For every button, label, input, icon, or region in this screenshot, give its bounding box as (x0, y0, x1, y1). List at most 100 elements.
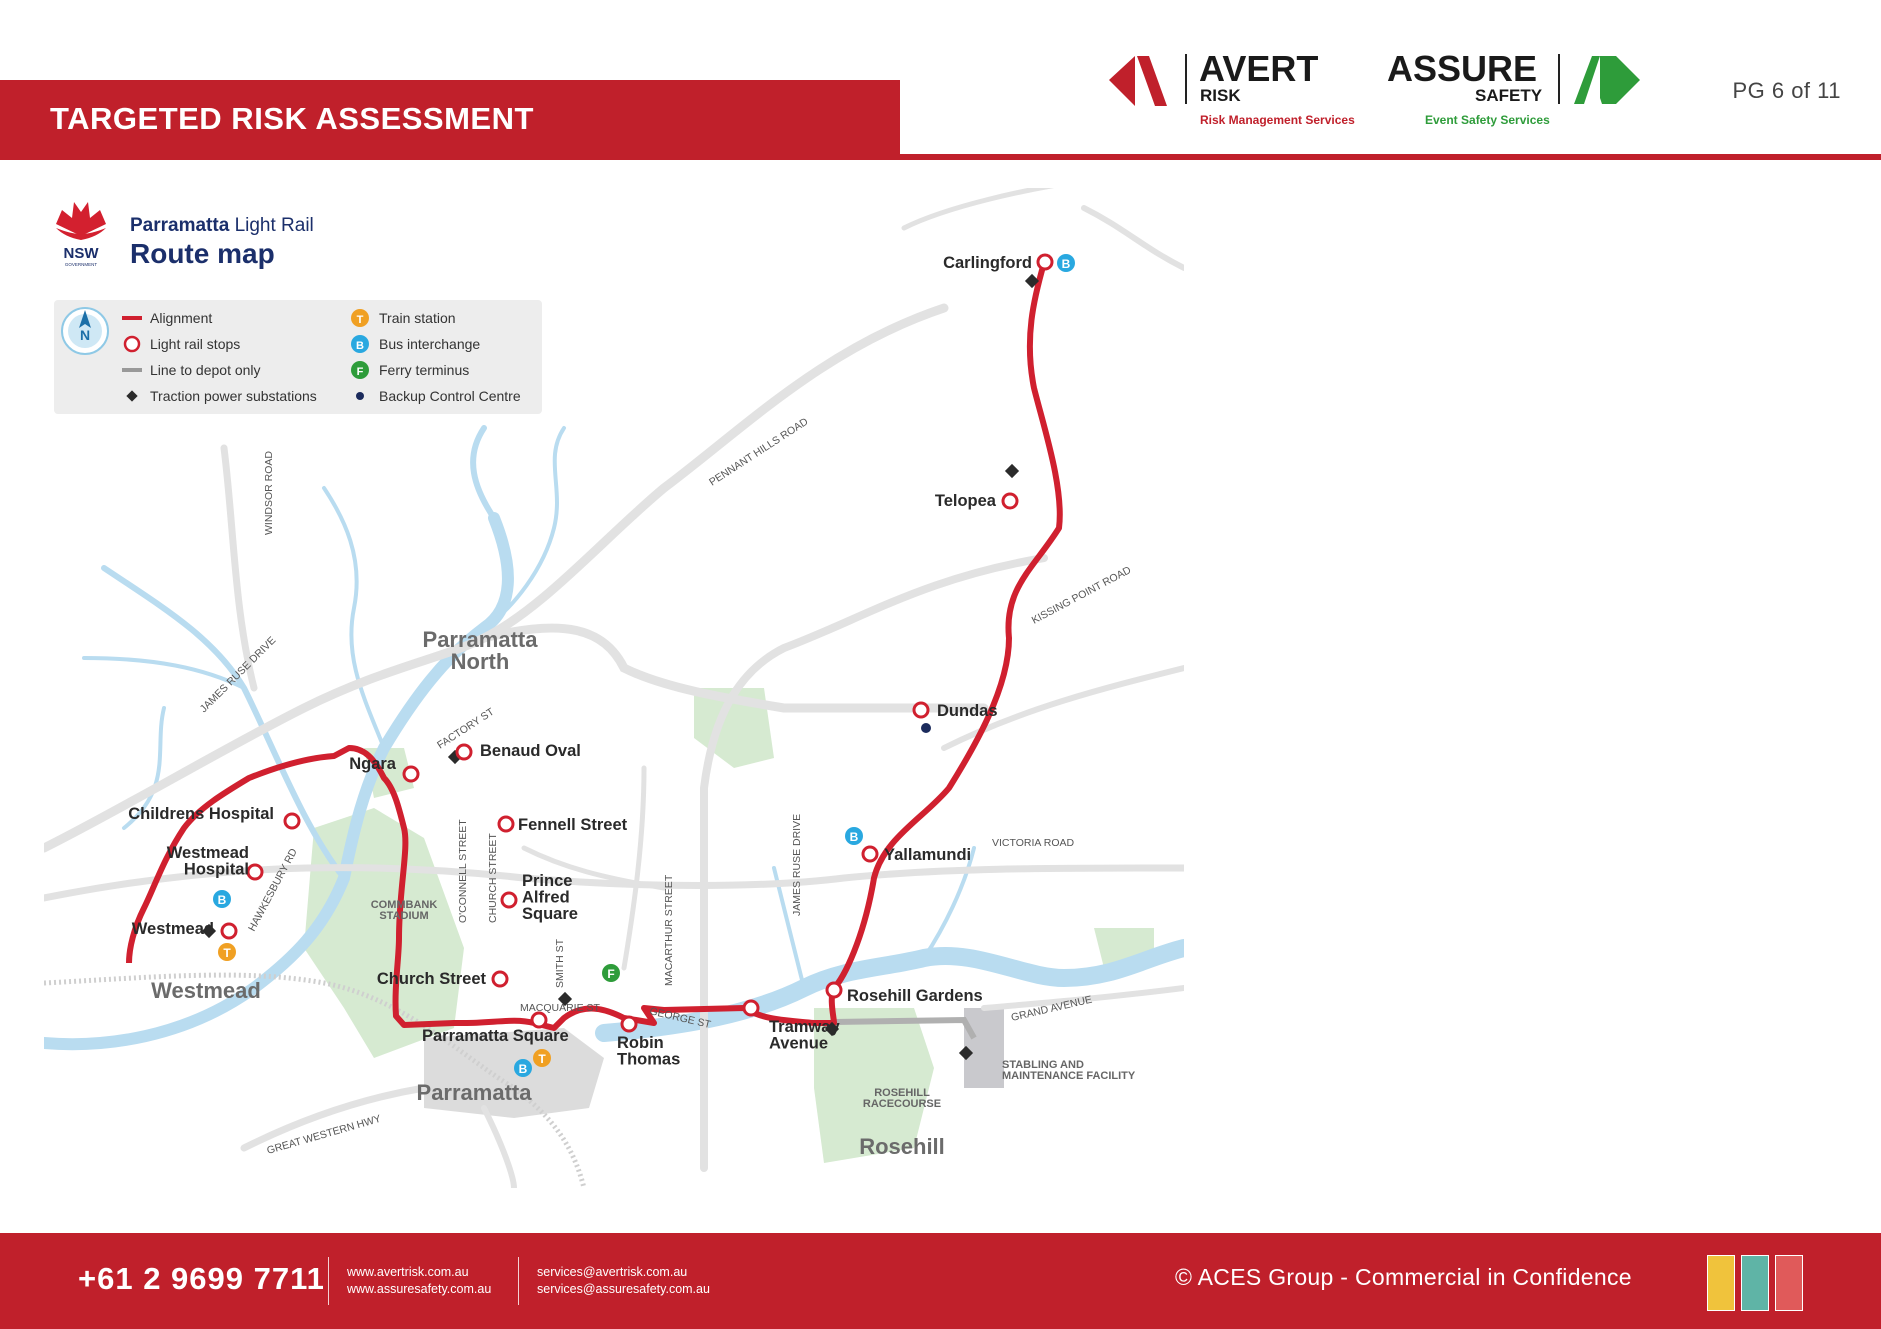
logo-divider (1185, 54, 1187, 104)
stop-label: Childrens Hospital (128, 805, 274, 823)
avert-sub: RISK (1200, 86, 1241, 105)
stop-label: Ngara (349, 755, 397, 773)
svg-text:N: N (80, 327, 90, 343)
avert-wordmark: AVERT (1199, 48, 1319, 89)
svg-text:T: T (223, 946, 231, 960)
bus-interchange-icons: B B B B (213, 254, 1075, 1077)
legend-label: Alignment (150, 310, 212, 326)
road-label: SMITH ST (554, 938, 566, 988)
map-title: Parramatta Light Rail (130, 215, 314, 236)
urban-areas (424, 1008, 1004, 1118)
page-number: PG 6 of 11 (1732, 78, 1841, 103)
assure-tagline: Event Safety Services (1425, 113, 1550, 127)
stop-labels: Carlingford Telopea Dundas Yallamundi Ro… (128, 254, 1032, 1069)
stop-label: Parramatta Square (422, 1027, 569, 1045)
stop-label: Yallamundi (884, 846, 971, 864)
assure-mark-icon (1574, 56, 1640, 104)
footer: +61 2 9699 7711 www.avertrisk.com.au www… (0, 1233, 1881, 1329)
svg-text:B: B (519, 1062, 528, 1076)
stop-label: Church Street (377, 970, 487, 988)
traction-substations (201, 273, 1040, 1061)
map-legend: N Alignment Light rail stops Line to dep… (54, 300, 542, 414)
assure-wordmark: ASSURE (1387, 48, 1538, 89)
stop-label: Fennell Street (518, 816, 628, 834)
certification-badges (1707, 1255, 1803, 1311)
svg-text:B: B (850, 830, 859, 844)
nsw-government-text: GOVERNMENT (65, 262, 98, 267)
roads (44, 188, 1184, 1188)
copyright: © ACES Group - Commercial in Confidence (1175, 1264, 1632, 1290)
stop-label: Telopea (935, 492, 997, 510)
cert-badge-icon (1741, 1255, 1769, 1311)
avert-mark-icon (1109, 56, 1167, 106)
cert-badge-icon (1707, 1255, 1735, 1311)
email-link[interactable]: services@avertrisk.com.au (537, 1265, 688, 1279)
legend-label: Backup Control Centre (379, 388, 521, 404)
svg-text:B: B (1062, 257, 1071, 271)
compass-icon: N (61, 307, 109, 355)
road-label: MACQUARIE ST (520, 1002, 601, 1014)
rivers (44, 425, 1184, 1051)
legend-label: Traction power substations (150, 388, 317, 404)
alignment-line (126, 262, 1063, 1031)
waratah-icon (56, 202, 106, 240)
title-banner: TARGETED RISK ASSESSMENT (0, 80, 900, 160)
footer-divider (518, 1257, 519, 1305)
assure-sub: SAFETY (1475, 86, 1543, 105)
road-label: VICTORIA ROAD (992, 837, 1074, 849)
ferry-icon (351, 361, 369, 379)
area-label: Westmead (151, 978, 261, 1003)
road-label: O'CONNELL STREET (457, 819, 469, 923)
legend-label: Ferry terminus (379, 362, 469, 378)
footer-divider (328, 1257, 329, 1305)
cert-badge-icon (1775, 1255, 1803, 1311)
nsw-brand: NSW GOVERNMENT Parramatta Light Rail Rou… (56, 202, 314, 269)
avert-tagline: Risk Management Services (1200, 113, 1355, 127)
stop-label: Benaud Oval (480, 742, 581, 760)
stop-label: Rosehill Gardens (847, 987, 983, 1005)
map-subtitle: Route map (130, 238, 275, 269)
stop-markers (220, 253, 1054, 1033)
svg-text:T: T (538, 1052, 546, 1066)
depot-line (833, 1016, 977, 1040)
route-map: B B B B T T F Carlingford Telopea Dundas… (44, 188, 1184, 1188)
road-label: CHURCH STREET (487, 833, 499, 923)
train-station-icons: T T (218, 943, 551, 1067)
train-station-icon (351, 309, 369, 327)
road-label: WINDSOR ROAD (263, 451, 275, 535)
legend-label: Bus interchange (379, 336, 480, 352)
svg-text:B: B (218, 893, 227, 907)
area-label: Parramatta (417, 1080, 533, 1105)
page-title: TARGETED RISK ASSESSMENT (50, 101, 534, 136)
stop-label: Westmead (132, 920, 214, 938)
emails: services@avertrisk.com.au services@assur… (537, 1264, 710, 1298)
svg-text:F: F (607, 967, 614, 981)
logo-divider (1558, 54, 1560, 104)
backup-control-icon (356, 392, 364, 400)
area-label: Rosehill (859, 1134, 945, 1159)
legend-label: Train station (379, 310, 456, 326)
websites: www.avertrisk.com.au www.assuresafety.co… (347, 1264, 491, 1298)
svg-text:T: T (357, 314, 364, 326)
stop-label: Carlingford (943, 254, 1032, 272)
phone-number[interactable]: +61 2 9699 7711 (78, 1261, 325, 1296)
avert-logo: AVERT RISK Risk Management Services (1105, 48, 1365, 130)
website-link[interactable]: www.avertrisk.com.au (347, 1265, 469, 1279)
svg-text:F: F (357, 366, 364, 378)
ferry-terminus-icon: F (602, 964, 620, 982)
assure-logo: ASSURE SAFETY Event Safety Services (1385, 48, 1645, 130)
website-link[interactable]: www.assuresafety.com.au (347, 1282, 492, 1296)
email-link[interactable]: services@assuresafety.com.au (537, 1282, 710, 1296)
bus-interchange-icon (351, 335, 369, 353)
legend-label: Line to depot only (150, 362, 261, 378)
road-label: JAMES RUSE DRIVE (791, 814, 803, 916)
